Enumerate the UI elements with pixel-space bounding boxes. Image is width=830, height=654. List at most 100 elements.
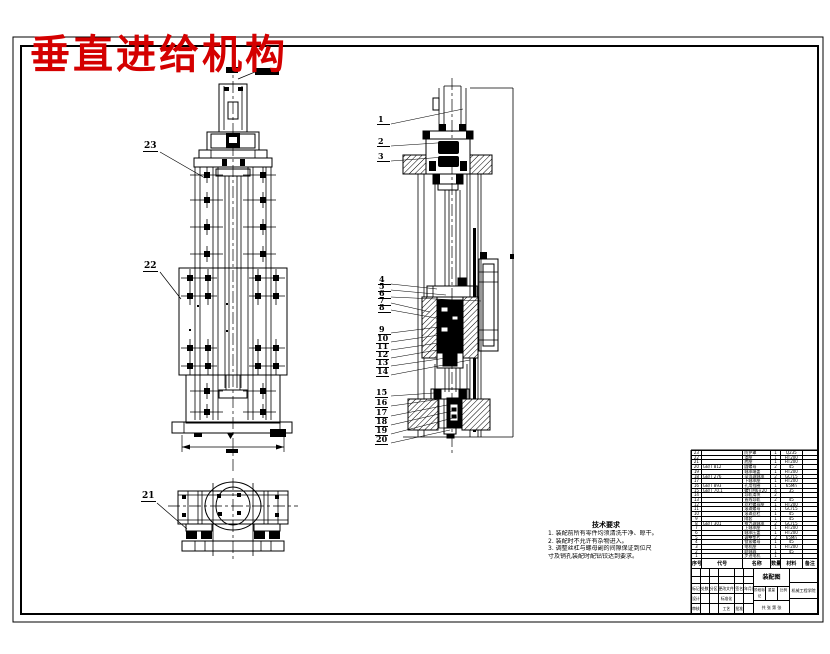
bom-cell-code bbox=[702, 460, 744, 465]
bom-cell-mat: 45 bbox=[781, 516, 803, 521]
callout-2: 2 bbox=[377, 137, 390, 147]
bom-cell-name: 上轴承座 bbox=[743, 526, 772, 530]
bom-row: 15 GB/T 70.1 螺钉M6×20 4 35 bbox=[692, 488, 817, 494]
bom-cell-code: GB/T 893 bbox=[702, 483, 744, 488]
tb-cell: 分区 bbox=[709, 584, 719, 593]
bom-cell-mat: Q235 bbox=[781, 451, 803, 455]
bom-cell-no: 2 bbox=[692, 549, 702, 554]
bom-cell-code bbox=[702, 545, 744, 549]
tb-cell bbox=[744, 594, 753, 603]
bom-cell-qty: 2 bbox=[771, 521, 781, 526]
bom-cell-name: 联轴器 bbox=[743, 549, 772, 554]
bom-row: 1 步进电机 1 bbox=[692, 554, 817, 560]
tb-cell: 审核 bbox=[692, 604, 701, 613]
bom-row: 23 防护罩 1 Q235 bbox=[692, 451, 817, 456]
bom-cell-name: 步进电机 bbox=[743, 554, 772, 559]
bom-row: 16 GB/T 893 孔用挡圈 1 65Mn bbox=[692, 483, 817, 489]
bom-cell-rem bbox=[803, 517, 817, 521]
callout-22: 22 bbox=[143, 261, 158, 272]
bom-cell-name: 螺钉M6×20 bbox=[743, 488, 772, 493]
bottom-view-bolts bbox=[182, 493, 280, 539]
bom-cell-qty: 2 bbox=[771, 474, 781, 479]
tb-cell: 年月日 bbox=[744, 586, 753, 591]
bom-cell-mat: HT200 bbox=[781, 526, 803, 530]
bom-cell-code bbox=[702, 493, 744, 498]
callout-13: 13 bbox=[376, 357, 390, 368]
bom-cell-name: 导轨滑块 bbox=[743, 493, 772, 498]
bom-cell-no: 8 bbox=[692, 521, 702, 526]
bom-header-cell: 代号 bbox=[702, 559, 744, 568]
bom-cell-rem bbox=[803, 554, 817, 558]
bom-cell-qty: 1 bbox=[771, 455, 781, 460]
front-view bbox=[159, 60, 293, 472]
bom-cell-mat: GCr15 bbox=[781, 474, 803, 479]
bom-row: 9 隔套 1 45 bbox=[692, 516, 817, 522]
bom-cell-mat: HT200 bbox=[781, 455, 803, 460]
callout-17: 17 bbox=[375, 407, 389, 418]
callout-4: 4 bbox=[378, 275, 391, 285]
bom-cell-name: 滚珠螺母 bbox=[743, 507, 772, 512]
organization-name: 机械工程学院 bbox=[790, 583, 817, 599]
bom-cell-qty: 1 bbox=[771, 502, 781, 507]
bom-cell-code bbox=[702, 516, 744, 521]
bom-cell-qty: 1 bbox=[771, 512, 781, 516]
bom-header-cell: 序号 bbox=[692, 559, 702, 568]
bom-cell-no: 5 bbox=[692, 535, 702, 540]
callout-11: 11 bbox=[376, 341, 390, 352]
bom-cell-no: 19 bbox=[692, 469, 702, 474]
bom-cell-no: 10 bbox=[692, 512, 702, 516]
bom-header-cell: 名称 bbox=[743, 559, 772, 568]
bom-cell-qty: 1 bbox=[771, 507, 781, 512]
bom-cell-rem bbox=[803, 507, 817, 511]
bom-cell-qty: 1 bbox=[771, 540, 781, 545]
tb-cell bbox=[710, 569, 719, 576]
bom-cell-name: 深沟球轴承 bbox=[743, 474, 772, 479]
bom-cell-code bbox=[702, 502, 744, 507]
bom-cell-mat: HT200 bbox=[781, 479, 803, 483]
callout-23: 23 bbox=[143, 141, 158, 152]
tb-cell bbox=[735, 569, 745, 576]
notes-title: 技术要求 bbox=[592, 521, 620, 529]
bom-cell-rem bbox=[803, 512, 817, 516]
callout-5: 5 bbox=[378, 282, 391, 292]
bom-row: 3 电机座 1 HT200 bbox=[692, 545, 817, 550]
bom-cell-rem bbox=[803, 550, 817, 554]
tb-cell bbox=[692, 576, 701, 583]
bom-cell-mat: HT200 bbox=[781, 545, 803, 549]
bom-cell-qty: 2 bbox=[771, 493, 781, 498]
bom-cell-code bbox=[702, 554, 744, 559]
bom-cell-name: 轴承端盖 bbox=[743, 469, 772, 474]
bom-cell-rem bbox=[803, 545, 817, 549]
bom-cell-code bbox=[702, 549, 744, 554]
bom-cell-code: GB/T 70.1 bbox=[702, 488, 744, 493]
bom-cell-no: 20 bbox=[692, 465, 702, 469]
bom-cell-qty: 1 bbox=[771, 545, 781, 549]
bom-cell-no: 1 bbox=[692, 554, 702, 559]
bom-cell-rem bbox=[803, 503, 817, 507]
scale-cell: 阶段标记 bbox=[754, 587, 766, 600]
notes-lines: 1. 装配前所有零件均须清洗干净、晾干。2. 装配时不允许有杂物进入。3. 调整… bbox=[548, 530, 664, 560]
bom-cell-code bbox=[702, 469, 744, 474]
bom-cell-name: 孔用挡圈 bbox=[743, 483, 772, 488]
bom-cell-code bbox=[702, 479, 744, 483]
bom-cell-code bbox=[702, 526, 744, 530]
bom-cell-rem bbox=[803, 479, 817, 483]
bom-cell-mat: 65Mn bbox=[781, 535, 803, 540]
tb-cell: 标准化 bbox=[719, 594, 736, 603]
bom-cell-qty: 1 bbox=[771, 526, 781, 530]
bom-cell-no: 11 bbox=[692, 507, 702, 512]
bom-row: 6 轴承压盖 1 HT200 bbox=[692, 530, 817, 536]
bom-cell-qty: 2 bbox=[771, 535, 781, 540]
tb-cell bbox=[744, 604, 753, 613]
callout-9: 9 bbox=[378, 325, 391, 335]
tb-cell: 更改文件号 bbox=[718, 584, 736, 593]
section-view bbox=[390, 78, 514, 456]
bom-cell-rem bbox=[803, 522, 817, 526]
bom-cell-code bbox=[702, 540, 744, 545]
tb-cell bbox=[701, 594, 710, 603]
bom-cell-qty: 2 bbox=[771, 465, 781, 469]
bom-cell-qty: 1 bbox=[771, 530, 781, 535]
bom-cell-rem bbox=[803, 540, 817, 544]
